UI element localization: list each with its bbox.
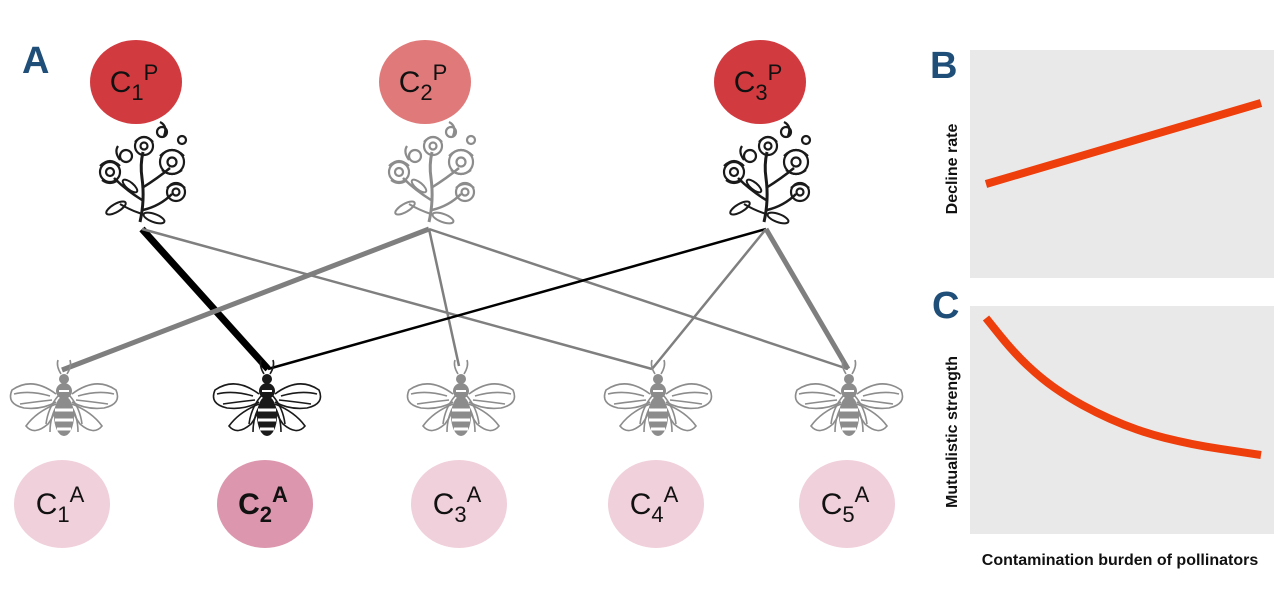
flower-icon: [722, 120, 812, 228]
interaction-links: [61, 226, 851, 373]
plant-node-circle: [90, 40, 182, 124]
link-4: [427, 228, 461, 367]
panel-letter-c: C: [932, 285, 959, 327]
panel-c-curve: [982, 315, 1262, 459]
panel-c-xlabel: Contamination burden of pollinators: [982, 552, 1259, 569]
pollinator-node-label: C3A: [433, 482, 482, 527]
pollinator-node-circle: [217, 460, 313, 548]
pollinator-node-2: C2A: [217, 460, 313, 548]
pollinator-node-1: C1A: [14, 460, 110, 548]
flower-icon: [387, 120, 477, 228]
pollinator-node-circle: [608, 460, 704, 548]
panel-b-ylabel: Decline rate: [944, 124, 961, 215]
bee-icon: [794, 358, 904, 438]
pollinator-node-circle: [411, 460, 507, 548]
curves: [982, 99, 1263, 459]
pollinator-node-circle: [14, 460, 110, 548]
bee-icon: [212, 358, 322, 438]
plant-node-3: C3P: [714, 40, 806, 124]
link-5: [428, 227, 849, 371]
pollinator-node-label: C5A: [821, 482, 870, 527]
plant-node-2: C2P: [379, 40, 471, 124]
plant-node-1: C1P: [90, 40, 182, 124]
species-nodes: C1P C2P C3P C1A C2A C3A C4A C5A: [14, 40, 895, 548]
panel-b-background: [970, 50, 1274, 278]
pollinator-node-3: C3A: [411, 460, 507, 548]
species-icons: [9, 120, 904, 438]
link-6: [267, 227, 767, 371]
link-7: [651, 228, 767, 370]
plant-node-label: C1P: [110, 60, 159, 105]
link-3: [61, 226, 430, 373]
pollinator-node-label: C4A: [630, 482, 679, 527]
plant-node-circle: [714, 40, 806, 124]
pollinator-node-5: C5A: [799, 460, 895, 548]
pollinator-node-label: C1A: [36, 482, 85, 527]
panel-c-ylabel: Mutualistic strength: [944, 356, 961, 508]
plant-node-circle: [379, 40, 471, 124]
bee-icon: [603, 358, 713, 438]
panel-b-curve: [984, 99, 1263, 188]
pollinator-node-4: C4A: [608, 460, 704, 548]
plant-node-label: C2P: [399, 60, 448, 105]
panel-letter-b: B: [930, 45, 957, 87]
flower-icon: [98, 120, 188, 228]
panel-letter-a: A: [22, 40, 49, 82]
link-1: [139, 226, 271, 372]
pollinator-node-circle: [799, 460, 895, 548]
pollinator-node-label: C2A: [238, 482, 288, 527]
link-8: [763, 227, 851, 371]
plant-node-label: C3P: [734, 60, 783, 105]
link-2: [141, 227, 653, 371]
bee-icon: [406, 358, 516, 438]
